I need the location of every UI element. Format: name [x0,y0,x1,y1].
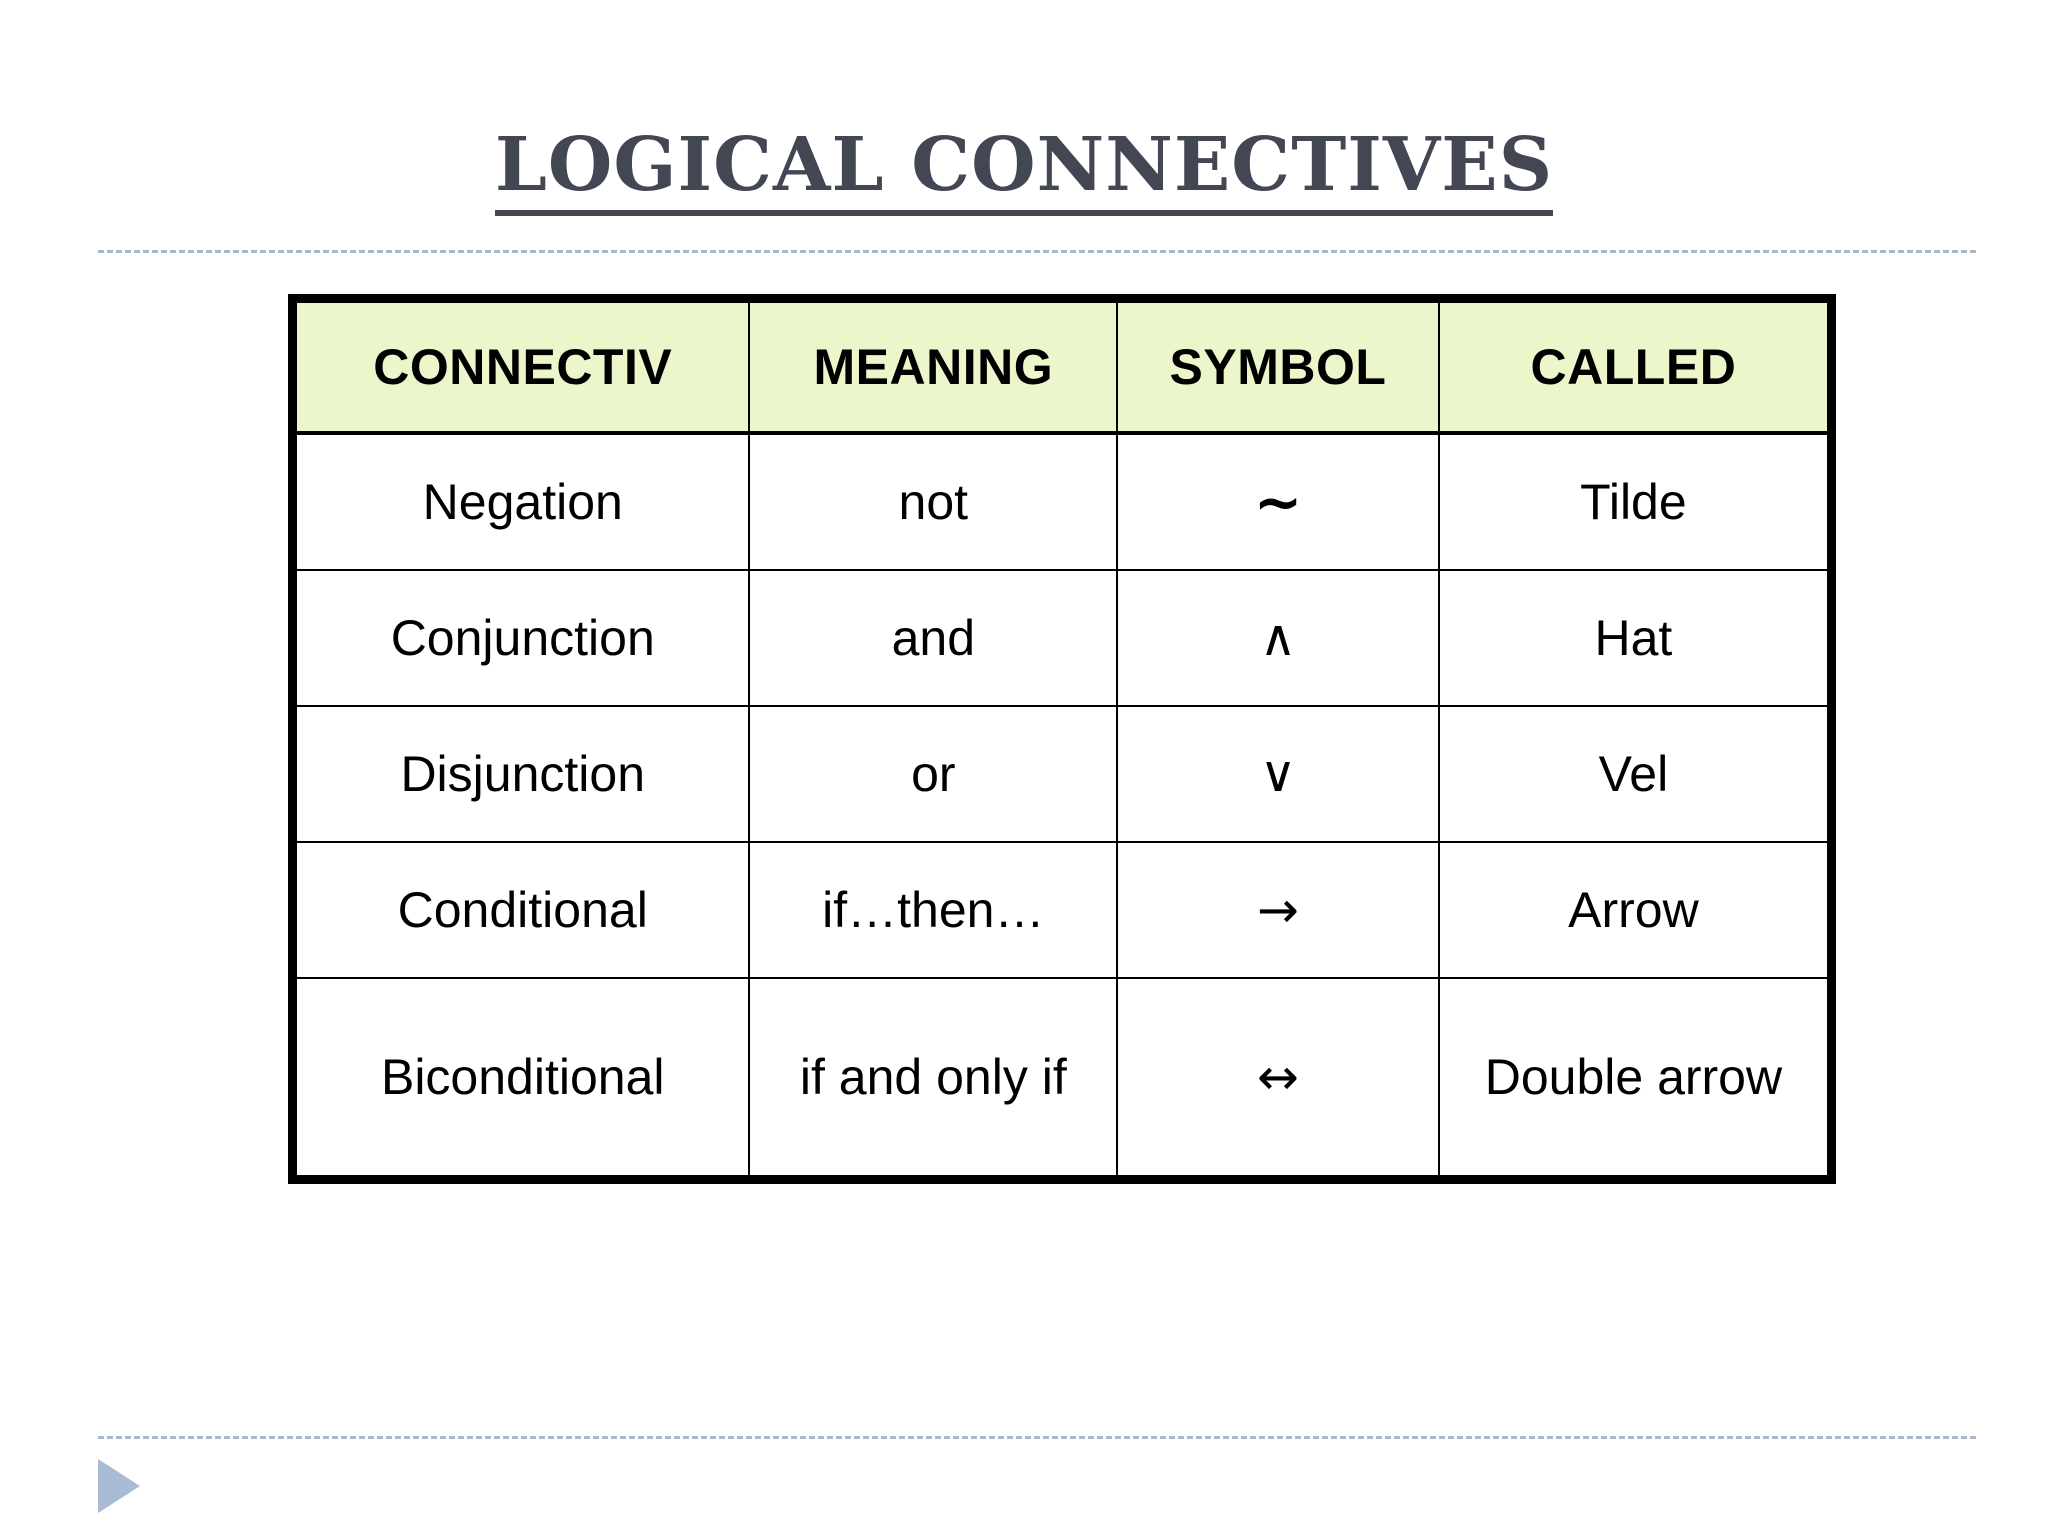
table-body: Negation not ~ Tilde Conjunction and ∧ H… [294,432,1830,1177]
table-row: Biconditional if and only if ↔ Double ar… [294,977,1830,1177]
cell-symbol: ↔ [1116,977,1440,1177]
table-header-row: CONNECTIV MEANING SYMBOL CALLED [294,301,1830,435]
column-header-meaning: MEANING [748,301,1119,435]
page-title-container: LOGICAL CONNECTIVES [0,128,2048,216]
cell-called: Arrow [1437,841,1830,979]
top-divider [98,250,1976,253]
cell-connective: Disjunction [294,705,751,843]
table-row: Conditional if…then… → Arrow [294,841,1830,979]
logical-connectives-table-container: CONNECTIV MEANING SYMBOL CALLED Negation… [288,294,1836,1184]
cell-connective: Conditional [294,841,751,979]
logical-connectives-table: CONNECTIV MEANING SYMBOL CALLED Negation… [294,301,1830,1177]
cell-connective: Negation [294,432,751,571]
cell-called: Hat [1437,569,1830,707]
column-header-connectiv: CONNECTIV [294,301,751,435]
cell-meaning: if and only if [748,977,1119,1177]
table-row: Disjunction or ∨ Vel [294,705,1830,843]
cell-called: Tilde [1437,432,1830,571]
bottom-divider [98,1436,1976,1439]
table-header: CONNECTIV MEANING SYMBOL CALLED [294,301,1830,435]
cell-meaning: not [748,432,1119,571]
cell-meaning: if…then… [748,841,1119,979]
cell-symbol: ∧ [1116,569,1440,707]
cell-meaning: and [748,569,1119,707]
cell-symbol: ∨ [1116,705,1440,843]
column-header-symbol: SYMBOL [1116,301,1440,435]
page-title: LOGICAL CONNECTIVES [494,128,1554,216]
cell-called: Vel [1437,705,1830,843]
cell-symbol: → [1116,841,1440,979]
cell-connective: Biconditional [294,977,751,1177]
column-header-called: CALLED [1437,301,1830,435]
play-triangle-icon [98,1459,140,1513]
table-row: Negation not ~ Tilde [294,432,1830,571]
cell-symbol: ~ [1116,432,1440,571]
cell-meaning: or [748,705,1119,843]
cell-called: Double arrow [1437,977,1830,1177]
table-row: Conjunction and ∧ Hat [294,569,1830,707]
cell-connective: Conjunction [294,569,751,707]
